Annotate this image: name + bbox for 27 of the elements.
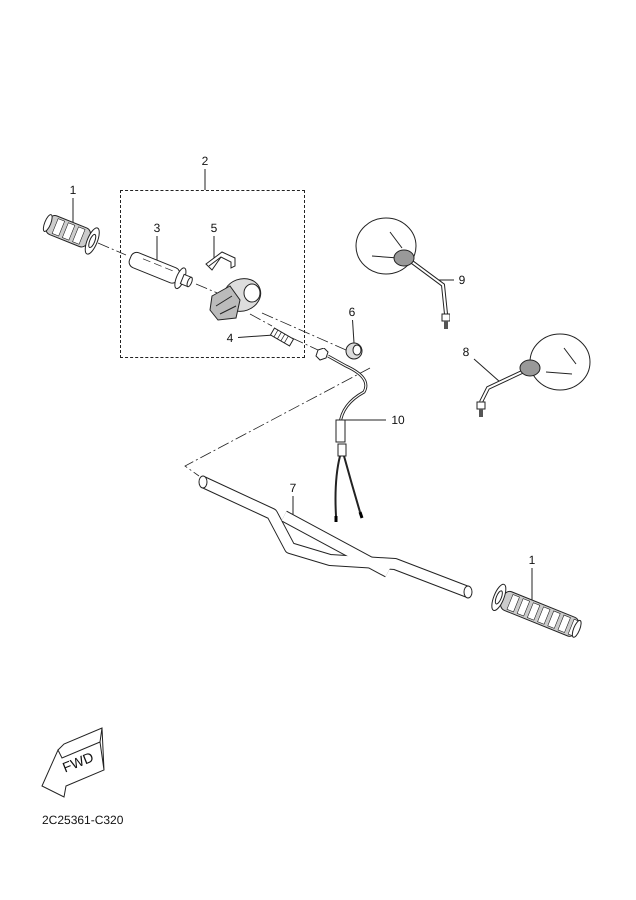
- mirror-drawing: [354, 215, 450, 332]
- callout-number: 1: [524, 552, 540, 568]
- drawing-number: 2C25361-C320: [42, 813, 124, 827]
- leader-line: [292, 496, 294, 516]
- callout-number: 9: [454, 272, 470, 288]
- leader-line: [184, 368, 370, 476]
- callout-number: 3: [149, 220, 165, 236]
- leader-line: [250, 314, 272, 326]
- callout-number: 7: [285, 480, 301, 496]
- callout-number: 5: [206, 220, 222, 236]
- leader-line: [352, 320, 354, 344]
- leader-line: [204, 168, 206, 190]
- direction-label: FWD: [60, 748, 96, 776]
- assembly-outline: [120, 190, 305, 358]
- leader-line: [72, 198, 74, 224]
- leader-line: [156, 236, 158, 262]
- leader-line: [474, 358, 500, 382]
- callout-number: 2: [197, 153, 213, 169]
- callout-number: 4: [222, 330, 238, 346]
- leader-line: [292, 338, 318, 350]
- leader-line: [262, 312, 346, 350]
- callout-number: 8: [458, 344, 474, 360]
- leader-line: [98, 242, 126, 256]
- callout-number: 6: [344, 304, 360, 320]
- mirror-drawing: [474, 333, 592, 418]
- callout-number: 1: [65, 182, 81, 198]
- callout-number: 10: [386, 412, 410, 428]
